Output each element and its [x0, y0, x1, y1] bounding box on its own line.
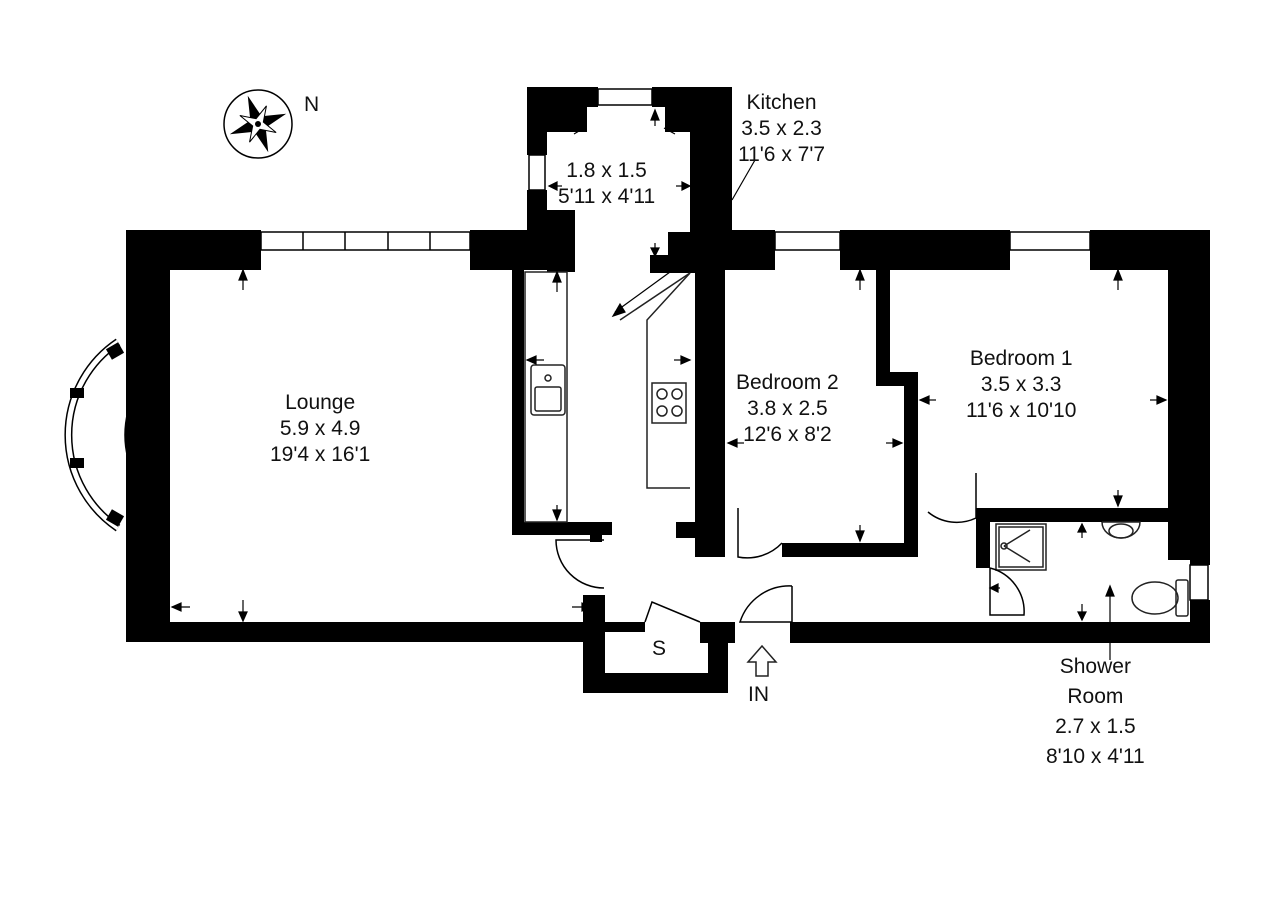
wall: [665, 107, 695, 132]
wall: [676, 522, 696, 538]
wall: [605, 622, 645, 632]
wall: [782, 543, 918, 557]
wall: [708, 622, 728, 692]
worktop: [524, 271, 568, 523]
compass-rose-icon: [223, 89, 293, 159]
room-name: Room: [1067, 685, 1124, 708]
room-name: Shower: [1059, 655, 1131, 678]
entrance-label: IN: [748, 683, 769, 706]
window: [260, 231, 471, 251]
window: [1009, 231, 1091, 251]
room-size-imperial: 11'6 x 7'7: [738, 143, 826, 166]
room-size-metric: 3.8 x 2.5: [747, 397, 828, 420]
bay-window-glazing: [64, 338, 121, 532]
wall: [690, 87, 732, 232]
room-size-imperial: 11'6 x 10'10: [966, 399, 1077, 422]
compass-north-label: N: [304, 93, 320, 116]
window: [774, 231, 841, 251]
room-label-shower-room: Shower Room 2.7 x 1.5 8'10 x 4'11: [1046, 652, 1145, 772]
store-label: S: [652, 637, 667, 660]
door: [927, 473, 977, 524]
wall: [876, 262, 890, 372]
wall: [695, 232, 725, 557]
wc-icon: [1131, 579, 1189, 617]
wall: [527, 190, 547, 270]
room-size-metric: 3.5 x 2.3: [741, 117, 822, 140]
wall: [126, 230, 261, 270]
worktop: [646, 272, 691, 489]
room-size-metric: 2.7 x 1.5: [1055, 715, 1136, 738]
wall: [512, 522, 612, 535]
room-size-imperial: 5'11 x 4'11: [558, 185, 656, 208]
wall: [668, 232, 695, 262]
basin-icon: [1101, 521, 1141, 539]
room-size-metric: 1.8 x 1.5: [566, 159, 647, 182]
room-size-metric: 5.9 x 4.9: [279, 417, 361, 440]
door: [989, 567, 1025, 616]
room-name: Kitchen: [746, 91, 817, 114]
room-name: Bedroom 2: [736, 371, 839, 394]
wall: [590, 522, 602, 542]
wall: [790, 622, 1210, 643]
wall: [583, 595, 605, 693]
hob-icon: [651, 382, 687, 424]
wall: [725, 230, 775, 270]
room-label-bedroom-1: Bedroom 1 3.5 x 3.3 11'6 x 10'10: [966, 346, 1076, 424]
wall: [547, 107, 587, 132]
room-size-imperial: 19'4 x 16'1: [270, 443, 371, 466]
room-size-imperial: 12'6 x 8'2: [743, 423, 832, 446]
window: [1189, 564, 1209, 601]
sink-icon: [530, 364, 566, 416]
arrow-up-icon: [746, 644, 778, 677]
bay-window-wall: [124, 330, 168, 540]
window: [597, 88, 653, 106]
wall: [512, 265, 524, 535]
room-label-kitchen: Kitchen 3.5 x 2.3 11'6 x 7'7: [738, 90, 825, 168]
wall: [976, 508, 1176, 522]
room-size-imperial: 8'10 x 4'11: [1046, 745, 1145, 768]
wall: [1190, 555, 1210, 565]
door: [555, 539, 605, 589]
door: [738, 585, 793, 623]
room-name: Bedroom 1: [969, 347, 1073, 370]
room-label-lounge: Lounge 5.9 x 4.9 19'4 x 16'1: [270, 390, 370, 468]
wall: [904, 372, 918, 557]
wall: [126, 622, 602, 642]
room-label-bedroom-2: Bedroom 2 3.8 x 2.5 12'6 x 8'2: [736, 370, 839, 448]
door: [737, 508, 783, 559]
wall: [126, 230, 170, 642]
wall: [583, 673, 728, 693]
shower-tray-icon: [995, 523, 1047, 571]
window: [528, 154, 546, 191]
store-door: [644, 601, 701, 623]
wall: [1168, 230, 1210, 560]
room-label-kitchen-bay: 1.8 x 1.5 5'11 x 4'11: [558, 158, 655, 210]
wall: [840, 230, 1010, 270]
wall: [527, 87, 547, 155]
wall: [547, 210, 575, 272]
room-name: Lounge: [285, 391, 356, 414]
room-size-metric: 3.5 x 3.3: [980, 373, 1062, 396]
wall: [976, 508, 990, 568]
